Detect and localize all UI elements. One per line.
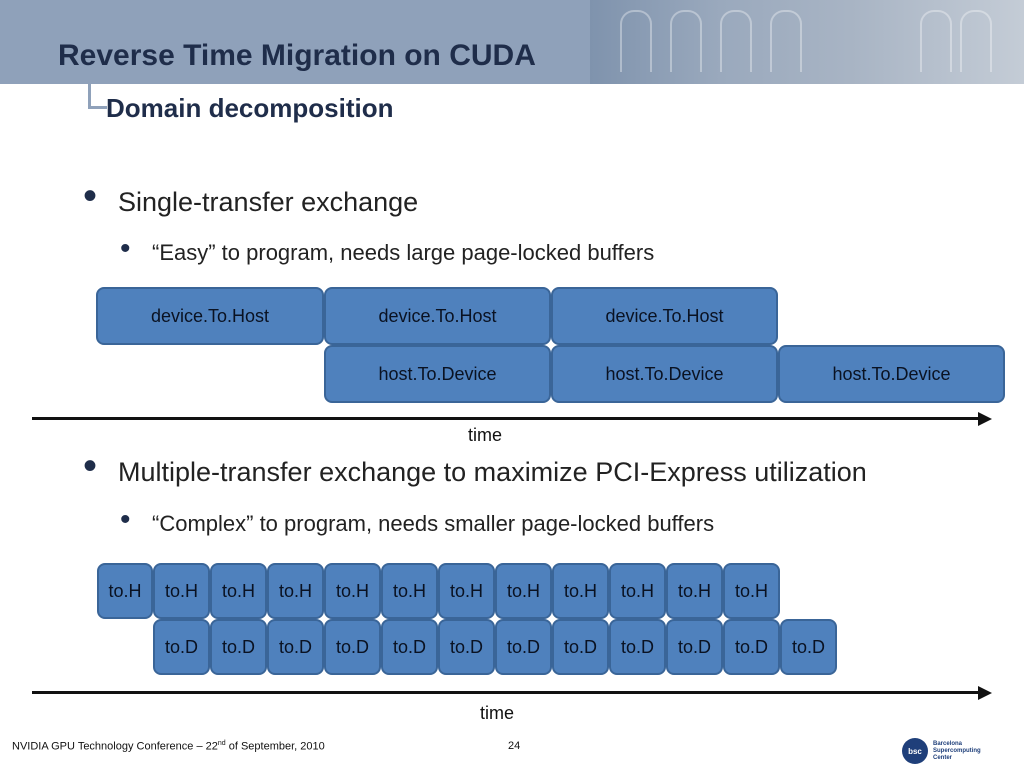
to-d-box: to.D	[324, 619, 381, 675]
to-h-box: to.H	[324, 563, 381, 619]
device-to-host-box: device.To.Host	[551, 287, 778, 345]
arrow-head-icon	[978, 412, 992, 426]
footer-conference-prefix: NVIDIA GPU Technology Conference – 22	[12, 741, 218, 753]
to-h-box: to.H	[381, 563, 438, 619]
time-label-1: time	[468, 425, 502, 446]
arch-decoration	[770, 10, 802, 72]
slide-subtitle: Domain decomposition	[106, 93, 393, 123]
slide-title: Reverse Time Migration on CUDA	[58, 38, 536, 74]
arch-decoration	[620, 10, 652, 72]
to-d-box: to.D	[153, 619, 210, 675]
sub-bullet-easy: “Easy” to program, needs large page-lock…	[152, 239, 654, 267]
bsc-logo-text: Barcelona Supercomputing Center	[933, 741, 981, 762]
to-d-box: to.D	[438, 619, 495, 675]
arch-decoration	[920, 10, 952, 72]
to-h-box: to.H	[609, 563, 666, 619]
logo-text-line: Barcelona	[933, 741, 981, 748]
header-photo	[590, 0, 1024, 84]
to-d-box: to.D	[495, 619, 552, 675]
to-d-box: to.D	[723, 619, 780, 675]
arch-decoration	[720, 10, 752, 72]
to-h-box: to.H	[267, 563, 324, 619]
arch-decoration	[670, 10, 702, 72]
to-h-box: to.H	[666, 563, 723, 619]
footer-conference-suffix: of September, 2010	[226, 741, 325, 753]
host-to-device-box: host.To.Device	[551, 345, 778, 403]
to-d-box: to.D	[780, 619, 837, 675]
time-axis-2	[32, 691, 982, 694]
to-h-box: to.H	[210, 563, 267, 619]
footer-conference: NVIDIA GPU Technology Conference – 22nd …	[12, 740, 325, 753]
to-h-box: to.H	[97, 563, 153, 619]
bullet-multiple-transfer: Multiple-transfer exchange to maximize P…	[118, 456, 867, 488]
time-axis-1	[32, 417, 982, 420]
to-d-box: to.D	[267, 619, 324, 675]
to-d-box: to.D	[666, 619, 723, 675]
arch-decoration	[960, 10, 992, 72]
arrow-head-icon	[978, 686, 992, 700]
logo-text-line: Supercomputing	[933, 748, 981, 755]
to-h-box: to.H	[495, 563, 552, 619]
footer-conference-sup: nd	[218, 740, 226, 747]
page-number: 24	[508, 740, 520, 752]
to-h-box: to.H	[723, 563, 780, 619]
to-d-box: to.D	[609, 619, 666, 675]
logo-text-line: Center	[933, 755, 981, 762]
host-to-device-box: host.To.Device	[324, 345, 551, 403]
bullet-single-transfer: Single-transfer exchange	[118, 186, 418, 218]
subtitle-connector	[88, 84, 107, 109]
time-label-2: time	[480, 703, 514, 724]
device-to-host-box: device.To.Host	[324, 287, 551, 345]
device-to-host-box: device.To.Host	[96, 287, 324, 345]
bsc-logo: bsc Barcelona Supercomputing Center	[902, 738, 1014, 764]
to-d-box: to.D	[552, 619, 609, 675]
to-d-box: to.D	[381, 619, 438, 675]
to-h-box: to.H	[552, 563, 609, 619]
sub-bullet-complex: “Complex” to program, needs smaller page…	[152, 510, 714, 538]
to-d-box: to.D	[210, 619, 267, 675]
bsc-logo-icon: bsc	[902, 738, 928, 764]
host-to-device-box: host.To.Device	[778, 345, 1005, 403]
to-h-box: to.H	[153, 563, 210, 619]
to-h-box: to.H	[438, 563, 495, 619]
